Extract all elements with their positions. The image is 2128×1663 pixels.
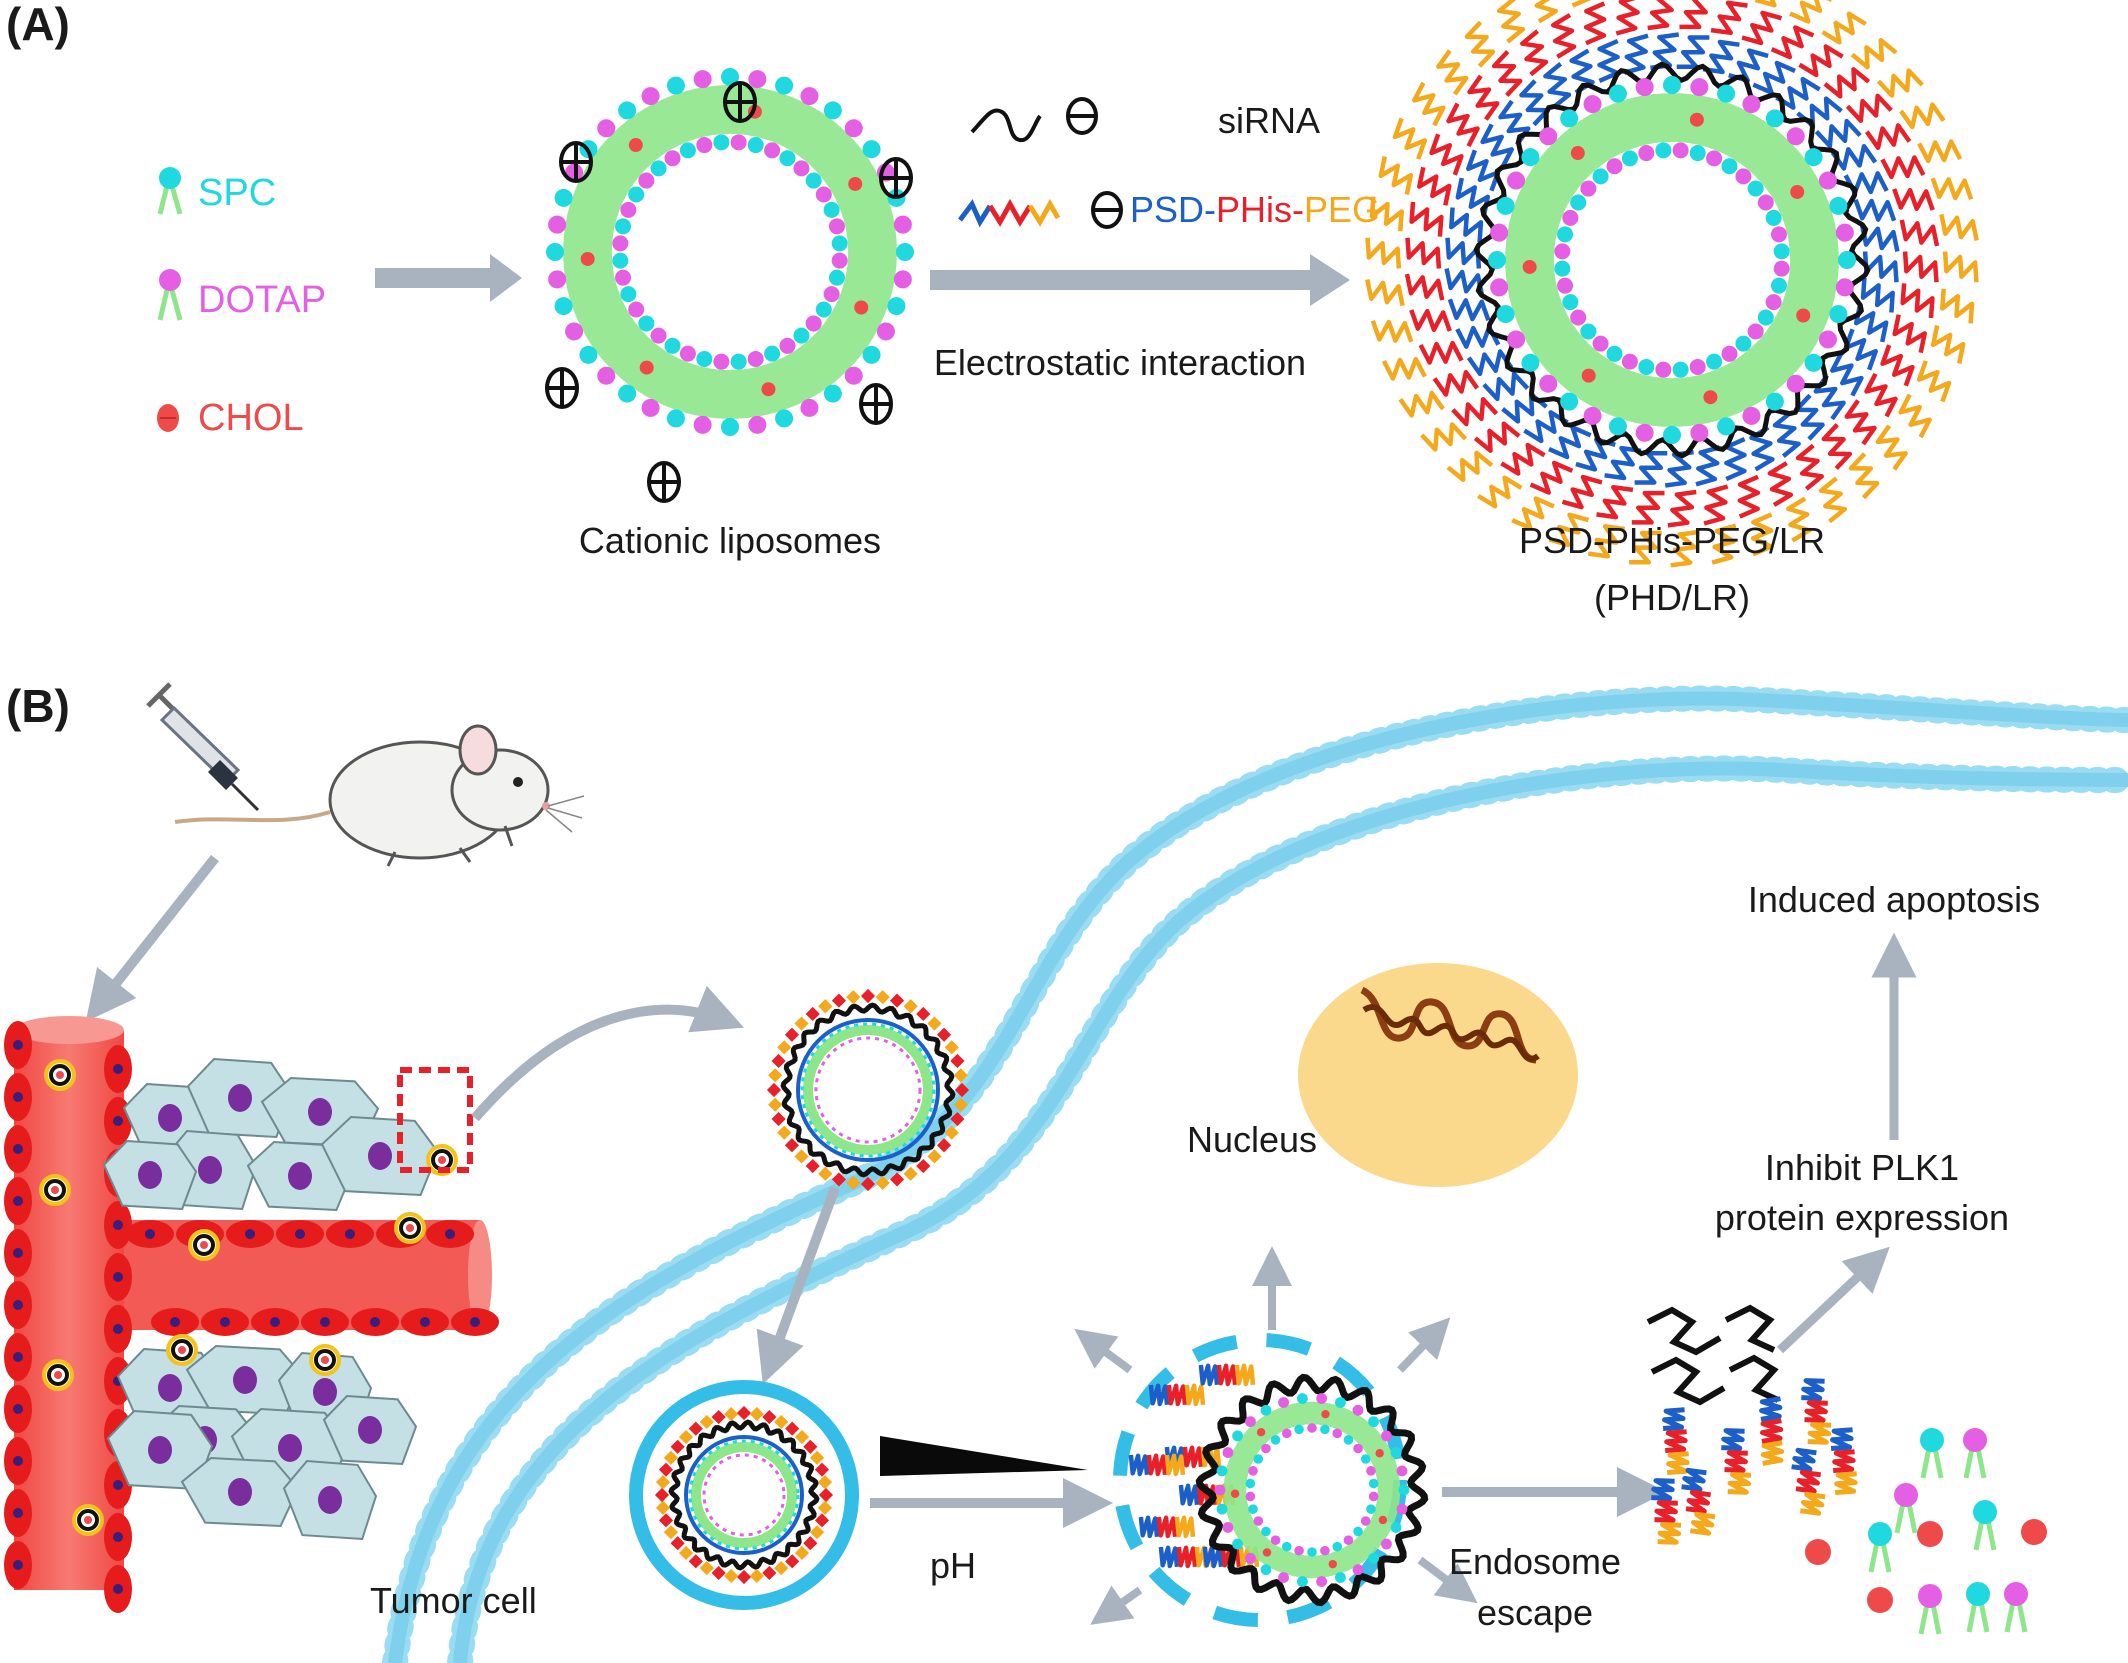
psd-label: PSD: [1130, 189, 1204, 230]
escape-label: escape: [1477, 1592, 1593, 1633]
polymer-strand-icon: [958, 198, 1061, 228]
polymer-label: PSD-PHis-PEG: [1130, 189, 1380, 230]
positive-charges: [545, 81, 913, 503]
chol-legend-label: CHOL: [198, 397, 304, 439]
endosome: [629, 1380, 859, 1610]
zoom-box: [397, 1067, 473, 1173]
panel-a-label: (A): [6, 0, 70, 50]
spc-legend-icon: [157, 167, 183, 215]
chol-legend-icon: [157, 404, 179, 432]
syringe-icon: [146, 682, 260, 812]
sirna-strand-icon: [970, 108, 1042, 143]
circulating-nanoparticles: [39, 1059, 458, 1536]
zoom-arrow: [471, 985, 744, 1122]
endocytosis-arrow: [756, 1186, 840, 1385]
phd-lr-nanoparticle: [1365, 0, 1979, 568]
nucleus: [1298, 963, 1578, 1187]
mouse-illustration: [174, 724, 585, 867]
mouse-to-vessel-arrow: [85, 854, 219, 1022]
ph-label: pH: [930, 1545, 976, 1586]
endosome-label: Endosome: [1449, 1541, 1621, 1582]
peg-label: PEG: [1304, 189, 1380, 230]
inhibit-label-line2: protein expression: [1715, 1197, 2009, 1238]
escaping-endosome: [1113, 1333, 1407, 1627]
sirna-label: siRNA: [1218, 100, 1320, 141]
dotap-legend-label: DOTAP: [198, 279, 326, 321]
tumor-tissue: [102, 1057, 440, 1541]
tumor-cell-label: Tumor cell: [370, 1580, 537, 1621]
phis-label: PHis: [1216, 189, 1292, 230]
released-polymers: [1651, 1378, 1858, 1545]
ph-gradient-wedge: [880, 1436, 1088, 1476]
inhibit-label-line1: Inhibit PLK1: [1765, 1147, 1959, 1188]
spc-legend-label: SPC: [198, 172, 276, 214]
released-sirna: [1646, 1304, 1780, 1406]
assembly-arrow: [375, 254, 522, 302]
swollen-liposome: [1195, 1373, 1429, 1607]
lipid-legend: SPC DOTAP CHOL: [157, 167, 326, 439]
cationic-liposome: [546, 68, 914, 436]
panel-b-label: (B): [6, 680, 70, 732]
electrostatic-label: Electrostatic interaction: [934, 342, 1306, 383]
burst-arrows: [1074, 1246, 1478, 1625]
nucleus-label: Nucleus: [1187, 1119, 1317, 1160]
nanoparticle-small: [766, 988, 970, 1192]
cell-membrane: [382, 685, 2128, 1663]
cationic-liposome-label: Cationic liposomes: [579, 520, 881, 561]
phd-lr-label: PSD-PHis-PEG/LR: [1519, 520, 1825, 561]
negative-charge-icon: [1066, 97, 1098, 135]
inhibit-arrow: [1776, 1246, 1890, 1354]
free-lipids: [1805, 1428, 2047, 1635]
phd-lr-sublabel: (PHD/LR): [1594, 577, 1750, 618]
electrostatic-arrow: [930, 254, 1350, 306]
negative-charge-icon: [1091, 191, 1123, 229]
red-blood-cells: [4, 1021, 499, 1613]
apoptosis-label: Induced apoptosis: [1748, 879, 2040, 920]
nanoparticle-in-endosome: [654, 1405, 834, 1585]
dotap-legend-icon: [157, 269, 183, 321]
